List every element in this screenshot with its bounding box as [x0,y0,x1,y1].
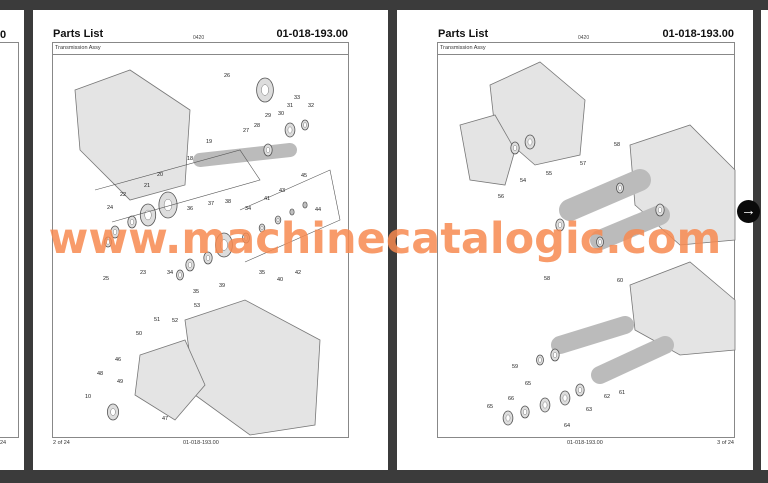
diagram-frame: Transmission Assy [52,42,349,438]
page-title: Parts List [438,28,489,40]
footer-document-number: 01-018-193.00 [183,440,219,446]
page-code: 0420 [193,35,205,41]
page-3: Parts List 0420 01-018-193.00 Transmissi… [397,10,753,470]
arrow-right-icon: → [741,202,756,219]
document-number: 01-018-193.00 [276,28,348,40]
next-page-fragment [761,10,768,470]
section-title: Transmission Assy [438,43,734,55]
page-title: Parts List [53,28,104,40]
prev-page-footer-tail: 24 [0,440,7,446]
prev-page-box-edge [0,42,19,438]
footer-page-number: 2 of 24 [53,440,70,446]
diagram-frame: Transmission Assy [437,42,735,438]
section-title: Transmission Assy [53,43,348,55]
previous-page-fragment: 0 24 [0,10,24,470]
footer-page-number: 3 of 24 [717,440,734,446]
document-number: 01-018-193.00 [662,28,734,40]
page-2: Parts List 0420 01-018-193.00 Transmissi… [33,10,388,470]
next-page-button[interactable]: → [737,200,760,223]
prev-page-header-tail: 0 [0,29,7,41]
page-code: 0420 [578,35,590,41]
footer-document-number: 01-018-193.00 [567,440,603,446]
